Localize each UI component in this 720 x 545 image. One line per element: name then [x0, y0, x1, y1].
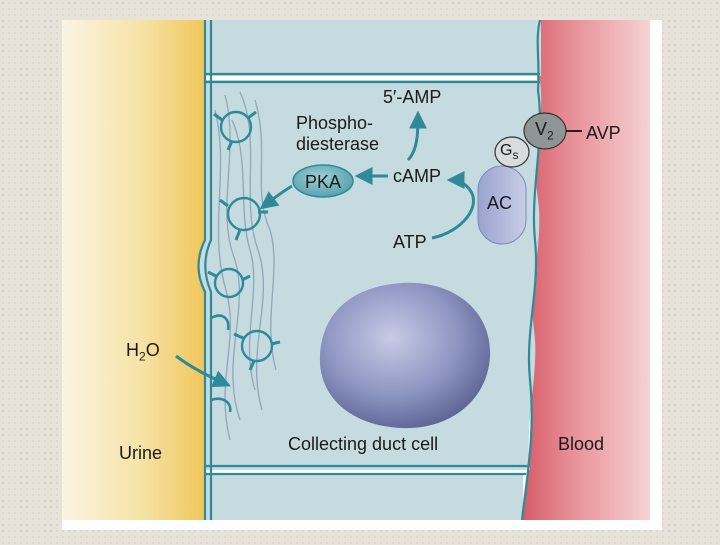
upper-cell	[205, 20, 541, 76]
pka-label: PKA	[305, 172, 342, 192]
pka-ellipse	[292, 164, 354, 198]
phosphodiesterase-label-2: diesterase	[296, 134, 380, 154]
lower-cell	[205, 474, 523, 520]
h2o-end: O	[145, 340, 160, 360]
camp-label: cAMP	[393, 166, 442, 186]
adenylyl-cyclase	[477, 165, 527, 245]
ac-label: AC	[487, 193, 513, 213]
atp-to-camp-arrow	[431, 171, 476, 240]
pka-to-vesicle-arrow	[259, 184, 293, 210]
v2-main: V	[535, 119, 548, 139]
gs-main: G	[500, 142, 513, 159]
v2-label: V2	[535, 119, 554, 146]
phosphodiesterase-label-1: Phospho-	[296, 113, 374, 133]
v2-sub: 2	[547, 128, 554, 143]
pathway-arrows	[175, 110, 476, 388]
h2o-label: H2O	[126, 340, 160, 367]
avp-label: AVP	[586, 123, 621, 143]
atp-label: ATP	[393, 232, 427, 252]
cytoskeleton-fibers	[214, 91, 277, 441]
urine-region	[62, 20, 205, 520]
cell-label: Collecting duct cell	[288, 434, 439, 454]
h2o-main: H	[126, 340, 139, 360]
h2o-sub: 2	[139, 349, 146, 364]
blood-label: Blood	[558, 434, 605, 454]
urine-label: Urine	[119, 443, 163, 463]
aquaporin-vesicles	[207, 110, 281, 413]
nucleus	[319, 282, 491, 429]
gs-protein	[494, 136, 530, 168]
camp-to-amp-arrow	[406, 110, 427, 162]
cell-membranes	[197, 19, 542, 521]
water-entry-arrow	[175, 354, 231, 388]
gs-label: Gs	[500, 141, 518, 165]
amp-label: 5′-AMP	[383, 87, 442, 107]
gs-sub: s	[512, 148, 519, 163]
